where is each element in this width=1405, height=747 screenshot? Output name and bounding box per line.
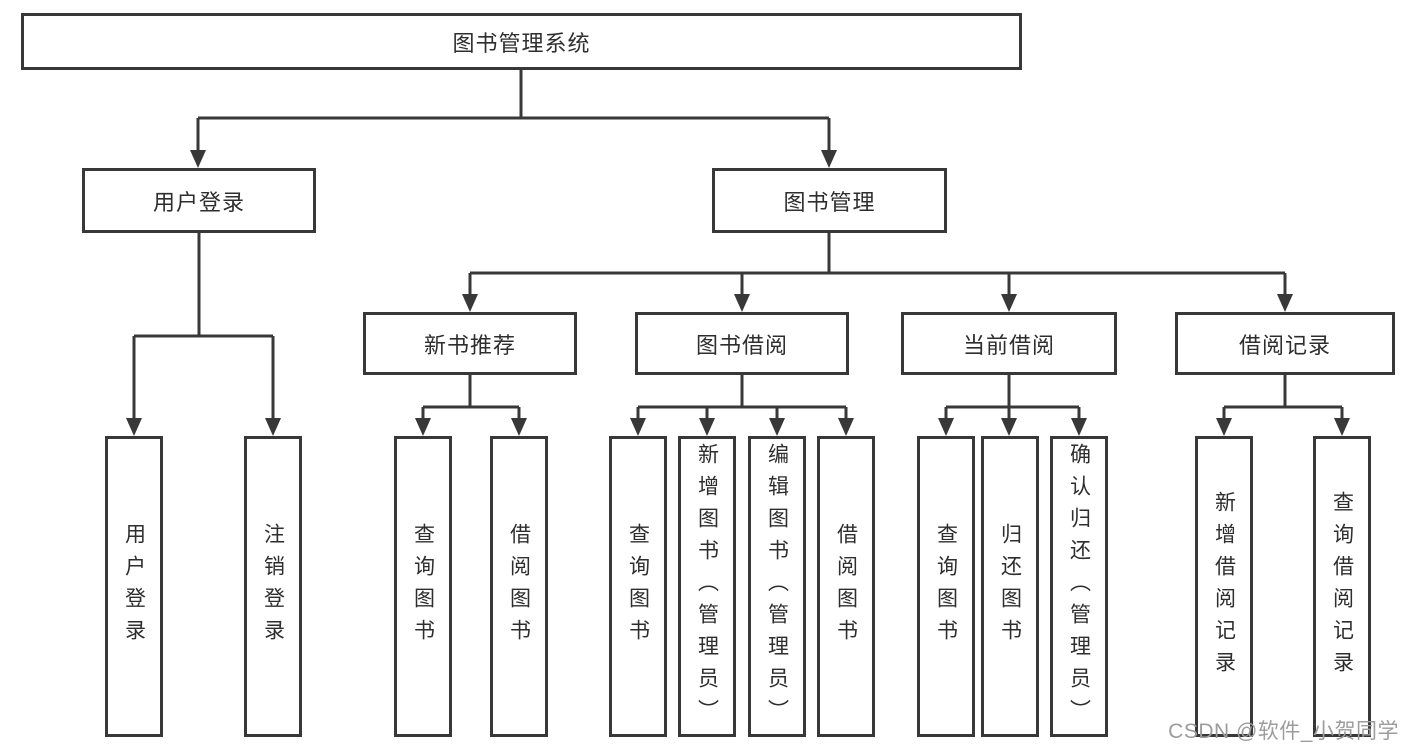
leaf-br-query-borrow-record-label: 查询借阅记录 [1330, 490, 1354, 683]
node-root: 图书管理系统 [21, 13, 1022, 70]
leaf-bb-query-books: 查询图书 [609, 436, 667, 737]
leaf-bb-borrow-books: 借阅图书 [817, 436, 875, 737]
leaf-logout-login: 注销登录 [244, 436, 302, 737]
leaf-nbr-query-books-label: 查询图书 [411, 522, 435, 651]
leaf-cb-confirm-return-admin: 确认归还（管理员） [1050, 436, 1108, 737]
leaf-br-add-borrow-record: 新增借阅记录 [1195, 436, 1253, 737]
csdn-watermark: CSDN @软件_小贺同学 [1168, 720, 1399, 743]
leaf-br-add-borrow-record-label: 新增借阅记录 [1212, 490, 1236, 683]
node-new-book-recommendation-label: 新书推荐 [423, 332, 516, 358]
leaf-bb-borrow-books-label: 借阅图书 [834, 522, 858, 651]
node-root-label: 图书管理系统 [452, 30, 591, 56]
leaf-cb-query-books-label: 查询图书 [934, 522, 958, 651]
leaf-bb-add-books-admin-label: 新增图书（管理员） [695, 442, 719, 731]
leaf-cb-query-books: 查询图书 [917, 436, 975, 737]
leaf-user-login-label: 用户登录 [122, 522, 146, 651]
node-book-borrowing-label: 图书借阅 [695, 332, 788, 358]
node-borrowing-records-label: 借阅记录 [1238, 332, 1331, 358]
leaf-cb-return-books: 归还图书 [981, 436, 1039, 737]
node-book-management: 图书管理 [712, 168, 947, 233]
leaf-bb-edit-books-admin: 编辑图书（管理员） [748, 436, 806, 737]
node-book-borrowing: 图书借阅 [635, 312, 849, 375]
leaf-logout-login-label: 注销登录 [261, 522, 285, 651]
leaf-br-query-borrow-record: 查询借阅记录 [1313, 436, 1371, 737]
leaf-nbr-borrow-books: 借阅图书 [490, 436, 548, 737]
leaf-nbr-borrow-books-label: 借阅图书 [507, 522, 531, 651]
arrowheads [126, 150, 1350, 436]
node-borrowing-records: 借阅记录 [1175, 312, 1395, 375]
leaf-bb-edit-books-admin-label: 编辑图书（管理员） [765, 442, 789, 731]
leaf-bb-add-books-admin: 新增图书（管理员） [678, 436, 736, 737]
node-user-login: 用户登录 [82, 168, 316, 233]
node-user-login-label: 用户登录 [152, 189, 245, 215]
leaf-cb-confirm-return-admin-label: 确认归还（管理员） [1067, 442, 1091, 731]
leaf-nbr-query-books: 查询图书 [394, 436, 452, 737]
leaf-cb-return-books-label: 归还图书 [998, 522, 1022, 651]
leaf-user-login: 用户登录 [105, 436, 163, 737]
node-current-borrowing: 当前借阅 [901, 312, 1117, 375]
leaf-bb-query-books-label: 查询图书 [626, 522, 650, 651]
node-new-book-recommendation: 新书推荐 [363, 312, 577, 375]
node-book-management-label: 图书管理 [783, 189, 876, 215]
node-current-borrowing-label: 当前借阅 [962, 332, 1055, 358]
